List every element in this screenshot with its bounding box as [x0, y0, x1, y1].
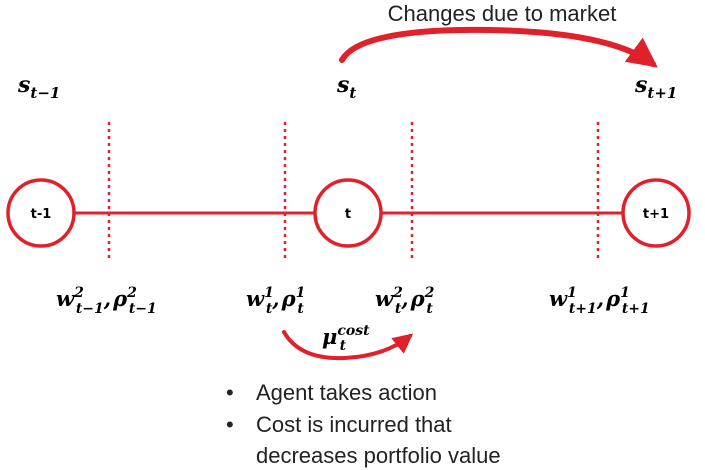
node-t: t	[313, 178, 383, 248]
node-label: t	[345, 207, 351, 222]
bullet-text: Cost is incurred that	[256, 412, 452, 437]
bullet-list: • Agent takes action • Cost is incurred …	[226, 380, 501, 468]
market-caption: Changes due to market	[388, 1, 617, 26]
bullet-text-continued: decreases portfolio value	[256, 443, 501, 468]
node-circle	[621, 178, 691, 248]
node-label: t+1	[643, 207, 669, 222]
node-circle	[6, 178, 76, 248]
bullet-marker: •	[226, 412, 234, 437]
node-label: t-1	[31, 207, 52, 222]
node-t-minus-1: t-1	[6, 178, 76, 248]
state-s-current: st	[336, 72, 356, 102]
state-s-prev: st−1	[17, 72, 60, 102]
node-t-plus-1: t+1	[621, 178, 691, 248]
node-circle	[313, 178, 383, 248]
bullet-text: Agent takes action	[256, 380, 437, 405]
cost-arrow	[282, 330, 414, 361]
state-s-next: st+1	[634, 72, 677, 102]
market-change-arrow	[339, 26, 658, 68]
bullet-marker: •	[226, 380, 234, 405]
